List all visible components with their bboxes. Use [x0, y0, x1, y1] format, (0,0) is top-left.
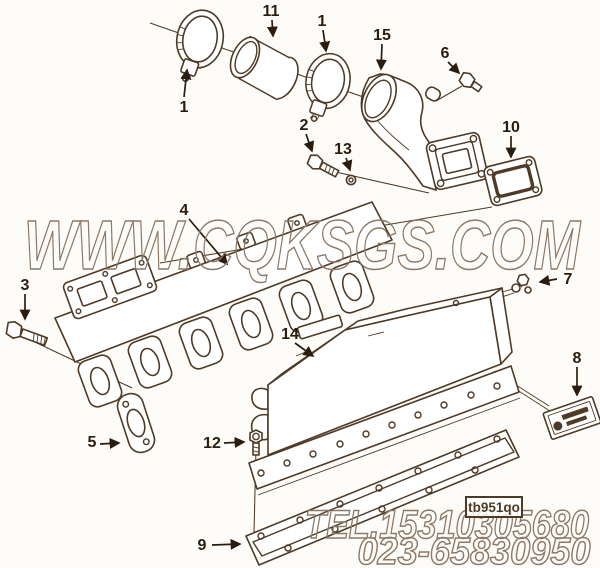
connection-flange [425, 131, 489, 191]
callout-heat-shield: 14 [281, 326, 299, 343]
heat-shield [248, 287, 521, 496]
figure-code-label: tb951qo [465, 496, 523, 518]
connection-bolt-boss [424, 86, 442, 102]
callout-outlet-connection: 15 [373, 27, 391, 44]
watermark-tel-line1: TEL.15310305680 [305, 503, 589, 547]
watermark-site: WWW.CQKSGS.COM [24, 206, 581, 284]
watermark-tel-line2: 023-65830950 [358, 531, 591, 568]
fitting [511, 273, 532, 294]
manifold-body [54, 201, 393, 363]
callout-shield-capscrew: 12 [203, 435, 221, 452]
callout-cover-gasket: 9 [198, 537, 207, 554]
callout-fitting: 7 [564, 271, 573, 288]
callout-manifold-capscrew: 3 [21, 277, 30, 294]
turbo-mounting-pad [62, 254, 158, 320]
data-plate [542, 396, 600, 440]
callout-data-plate: 8 [573, 350, 582, 367]
callout-clamp-rear: 1 [318, 13, 327, 30]
manifold-capscrew [5, 320, 49, 347]
upper-capscrew [306, 154, 340, 178]
connection-inlet-opening [360, 73, 398, 123]
connection-gasket [483, 155, 543, 207]
outlet-connection [360, 73, 489, 191]
callout-connection-bolt: 6 [441, 45, 450, 62]
shield-flange [248, 365, 521, 496]
hose [229, 35, 299, 101]
callout-upper-capscrew: 2 [300, 117, 309, 134]
shield-inlet-stub [251, 387, 269, 410]
figure-code-text: tb951qo [468, 500, 520, 515]
callout-exhaust-manifold: 4 [180, 202, 189, 219]
callout-connection-gasket: 10 [502, 119, 520, 136]
connection-bolt [458, 71, 483, 93]
callout-port-gasket: 5 [88, 434, 97, 451]
cover-gasket [245, 429, 520, 566]
port-gasket [116, 392, 156, 454]
callouts: 1 11 1 15 6 10 2 13 4 3 7 14 8 5 12 9 [19, 3, 583, 554]
callout-hose: 11 [263, 3, 280, 20]
shield-front-face [267, 296, 502, 456]
exhaust-manifold [54, 201, 393, 408]
lockwasher [345, 174, 357, 186]
manifold-ports [77, 260, 375, 408]
shield-capscrew [249, 429, 263, 456]
callout-clamp-front: 1 [180, 99, 189, 116]
callout-lockwasher: 13 [334, 141, 352, 158]
